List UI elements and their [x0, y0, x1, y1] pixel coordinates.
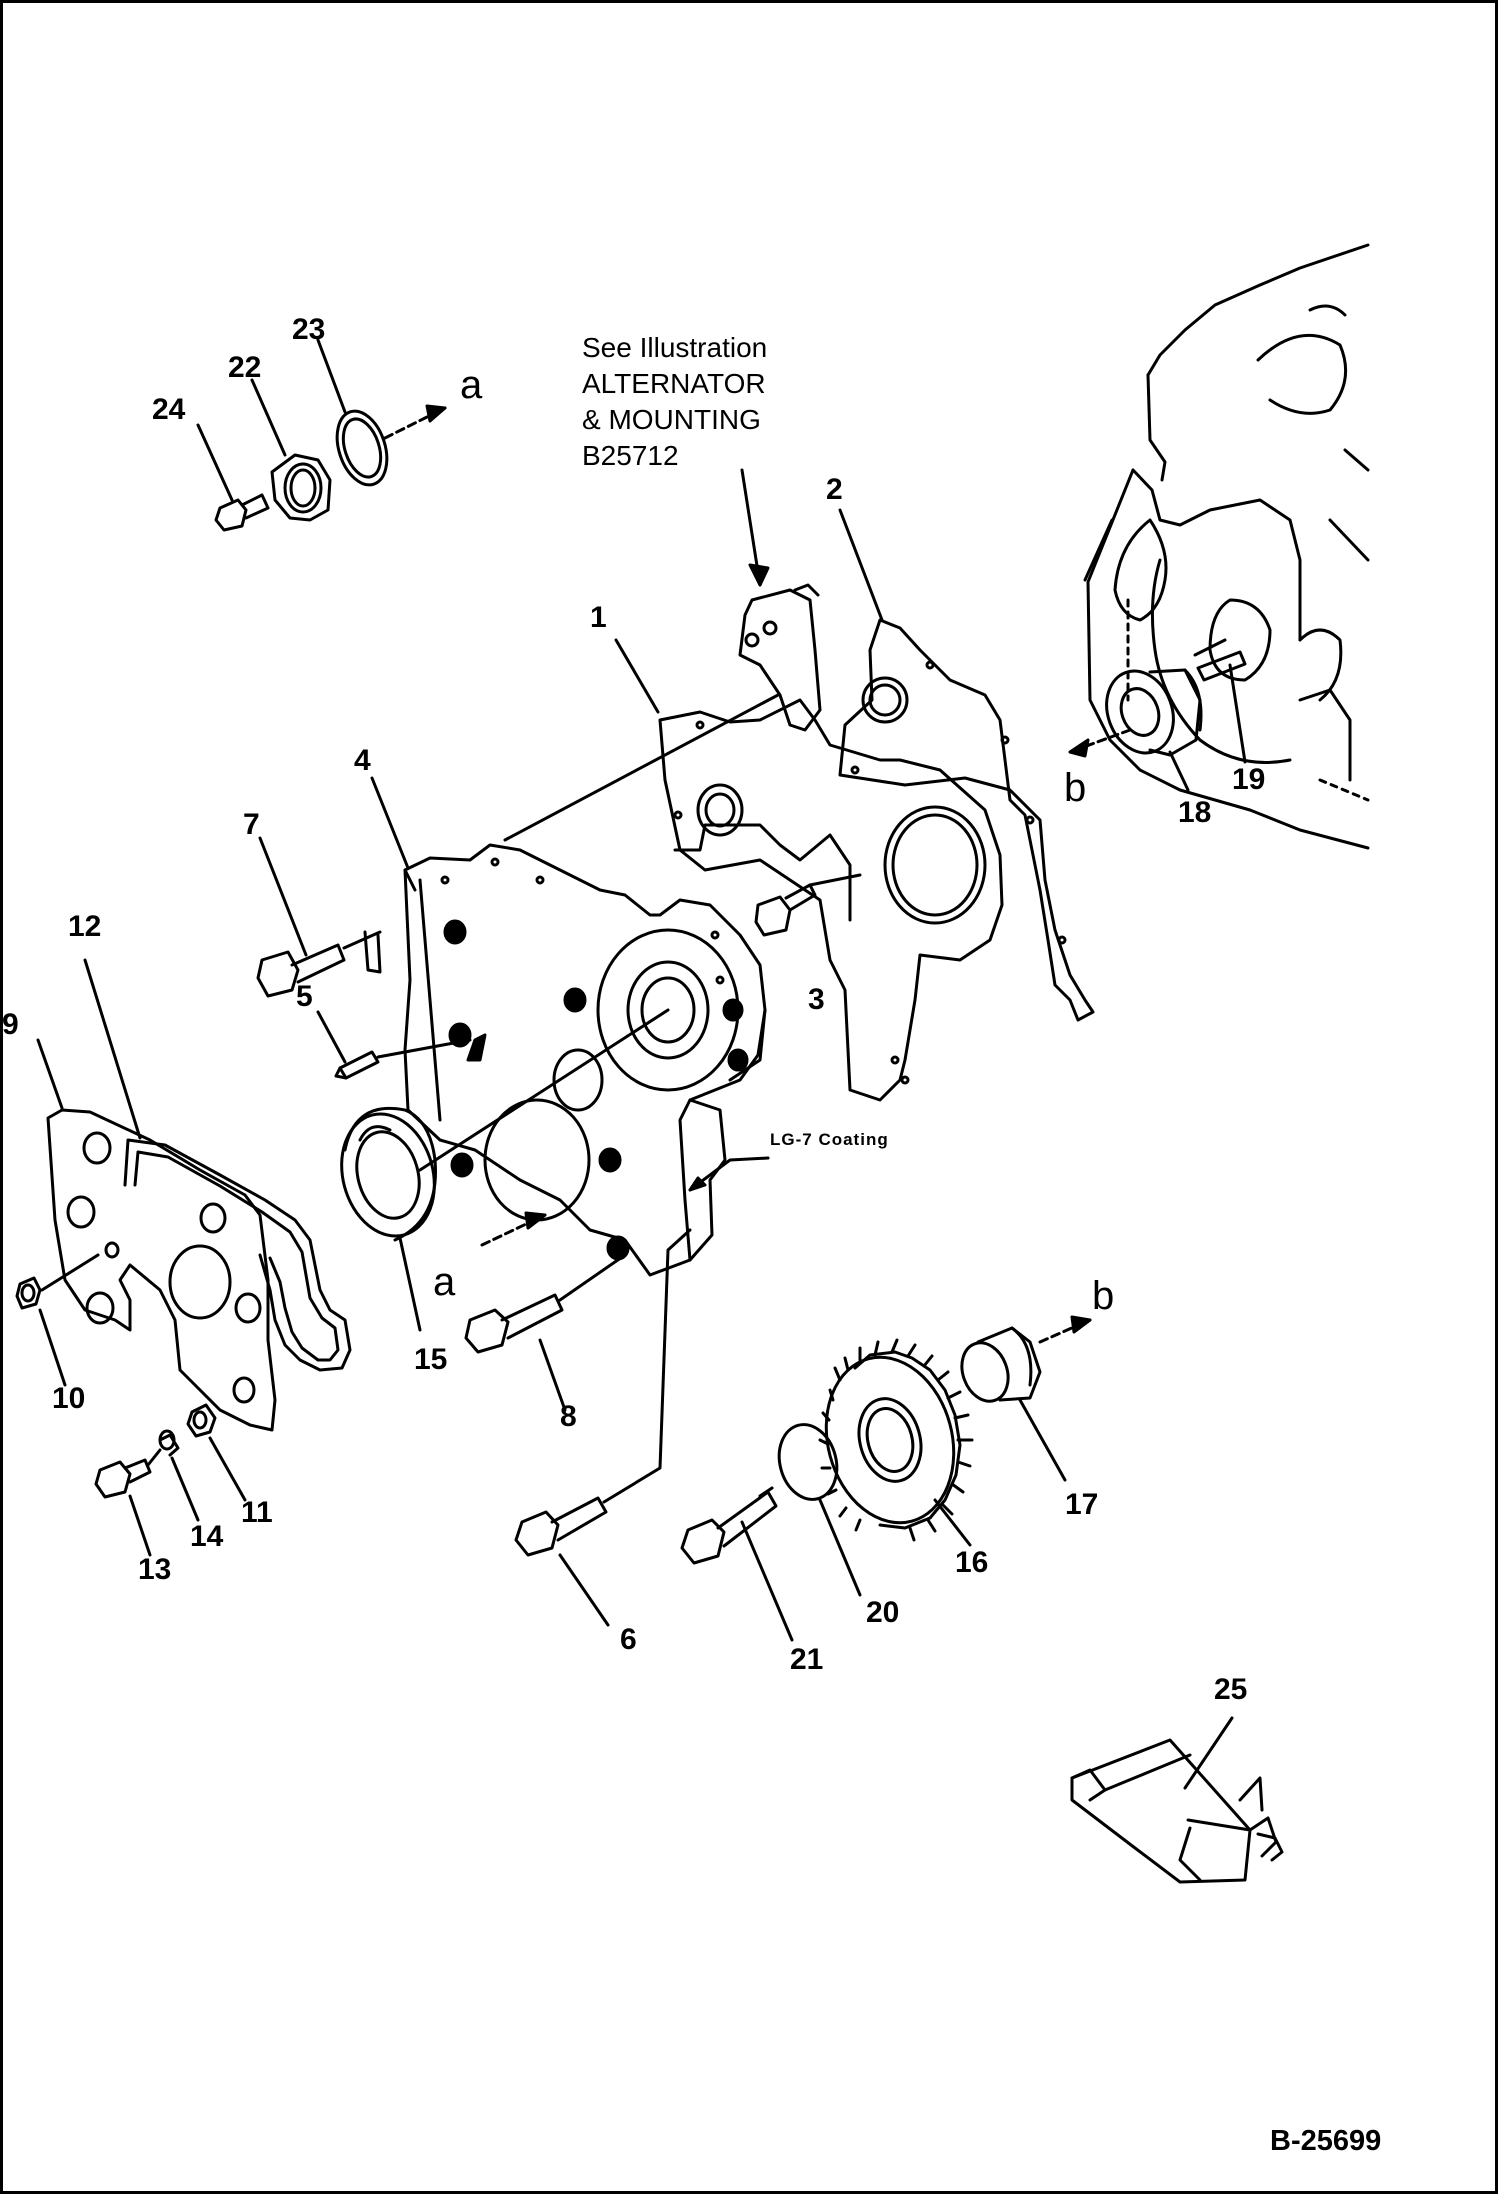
leader-18: [1168, 750, 1190, 792]
leader-13: [128, 1494, 152, 1557]
callout-1: 1: [590, 601, 607, 634]
callout-6: 6: [620, 1623, 637, 1656]
bearing-18: [1105, 668, 1203, 757]
leader-20: [818, 1498, 862, 1597]
callout-22: 22: [228, 351, 262, 384]
reference-note-line4: B25712: [582, 440, 679, 471]
bushing-17: [960, 1326, 1042, 1403]
callout-12: 12: [68, 910, 102, 943]
oil-seal-15: [340, 1106, 437, 1242]
callout-23: 23: [292, 313, 326, 346]
spacer-14: [158, 1429, 180, 1457]
drawing-number: B-25699: [1270, 2125, 1382, 2157]
leader-2: [838, 508, 884, 622]
reference-note-line2: ALTERNATOR: [582, 368, 766, 399]
callout-16: 16: [955, 1546, 989, 1579]
bolt-8: [464, 1253, 627, 1354]
gear-case-1: [658, 698, 1004, 1102]
oring-23: [335, 409, 389, 487]
leader-25: [1183, 1716, 1234, 1790]
callout-24: 24: [152, 393, 186, 426]
reference-note-line3: & MOUNTING: [582, 404, 761, 435]
callout-19: 19: [1232, 763, 1266, 796]
leader-9: [36, 1038, 64, 1110]
callout-3: 3: [808, 983, 825, 1016]
callout-5: 5: [296, 980, 313, 1013]
leader-4: [370, 776, 410, 870]
reference-letter-b-right: b: [1064, 766, 1087, 810]
dowel-19: [1196, 650, 1247, 682]
alternator-bracket: [738, 583, 822, 732]
bolt-13: [94, 1458, 152, 1499]
gasket-12: [123, 1138, 352, 1372]
gasket-2: [838, 618, 1095, 1022]
seal-axis: [418, 1008, 670, 1172]
leader-10: [38, 1308, 67, 1387]
callout-2: 2: [826, 473, 843, 506]
reference-letter-b-gear: b: [1092, 1274, 1115, 1318]
bolt-3: [754, 873, 862, 937]
coating-label: LG-7 Coating: [770, 1130, 889, 1149]
bolt-6: [514, 1228, 692, 1557]
leader-7: [258, 836, 308, 957]
reference-letter-a-mid: a: [433, 1260, 456, 1304]
callout-7: 7: [243, 808, 260, 841]
leader-coating: [688, 1156, 770, 1192]
pin-5-line: [376, 1038, 472, 1059]
callout-25: 25: [1214, 1673, 1248, 1706]
callout-14: 14: [190, 1520, 224, 1553]
bolt-24: [214, 493, 270, 532]
tool-25: [1070, 1738, 1284, 1884]
leader-12: [83, 958, 142, 1140]
alt-leader-line: [503, 693, 780, 842]
bolt-13-line: [146, 1448, 162, 1467]
reference-letter-a-top: a: [460, 363, 483, 407]
leader-8: [538, 1338, 567, 1412]
nut-11: [186, 1403, 217, 1438]
leader-14: [170, 1456, 200, 1522]
pin-5: [334, 1050, 380, 1080]
callout-18: 18: [1178, 796, 1212, 829]
leader-22: [250, 378, 287, 457]
callout-8: 8: [560, 1400, 577, 1433]
callout-11: 11: [241, 1496, 273, 1529]
bolt-7: [256, 930, 382, 998]
engine-block: [1083, 243, 1370, 850]
callout-20: 20: [866, 1596, 900, 1629]
cover-22: [270, 453, 332, 522]
cover-plate-9: [46, 1108, 277, 1432]
callout-21: 21: [790, 1643, 824, 1676]
leader-11: [208, 1436, 247, 1502]
reference-note-line1: See Illustration: [582, 332, 768, 363]
leader-16: [933, 1498, 972, 1547]
leader-24: [196, 423, 234, 502]
leader-23: [316, 338, 347, 414]
reference-note: See Illustration ALTERNATOR & MOUNTING B…: [582, 330, 767, 474]
front-gear-case-4: [403, 843, 767, 1277]
gear-16: [818, 1338, 974, 1542]
callout-17: 17: [1065, 1488, 1099, 1521]
callout-13: 13: [138, 1553, 172, 1586]
leader-15: [398, 1236, 422, 1332]
leader-21: [740, 1520, 794, 1642]
leader-5: [316, 1010, 347, 1064]
callout-10: 10: [52, 1382, 86, 1415]
callout-15: 15: [414, 1343, 448, 1376]
bolt-21: [680, 1486, 778, 1565]
callout-4: 4: [354, 744, 371, 777]
leader-19: [1228, 663, 1247, 764]
leader-17: [1018, 1398, 1067, 1482]
callout-9: 9: [2, 1008, 19, 1041]
washer-10-line: [40, 1253, 100, 1292]
leader-1: [614, 638, 660, 714]
washer-20: [777, 1423, 839, 1501]
washer-10: [15, 1276, 42, 1310]
leader-6: [558, 1553, 610, 1627]
